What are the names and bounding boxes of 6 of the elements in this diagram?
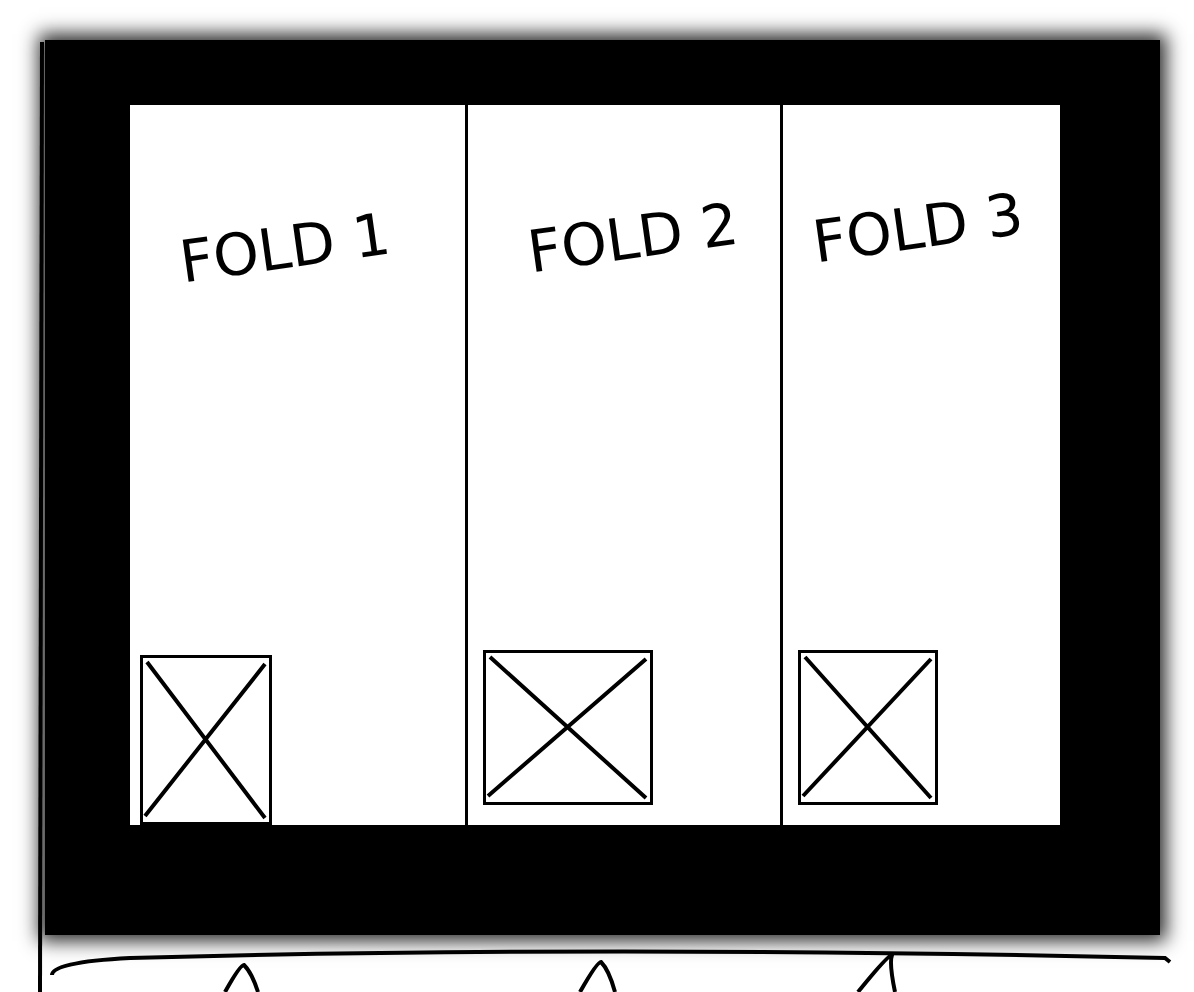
image-placeholder [798, 650, 938, 805]
panel-title: FOLD 2 [522, 189, 744, 288]
panel-title: FOLD 1 [174, 199, 396, 298]
image-placeholder [140, 655, 272, 825]
image-placeholder [483, 650, 653, 805]
panel-title: FOLD 3 [807, 179, 1029, 278]
